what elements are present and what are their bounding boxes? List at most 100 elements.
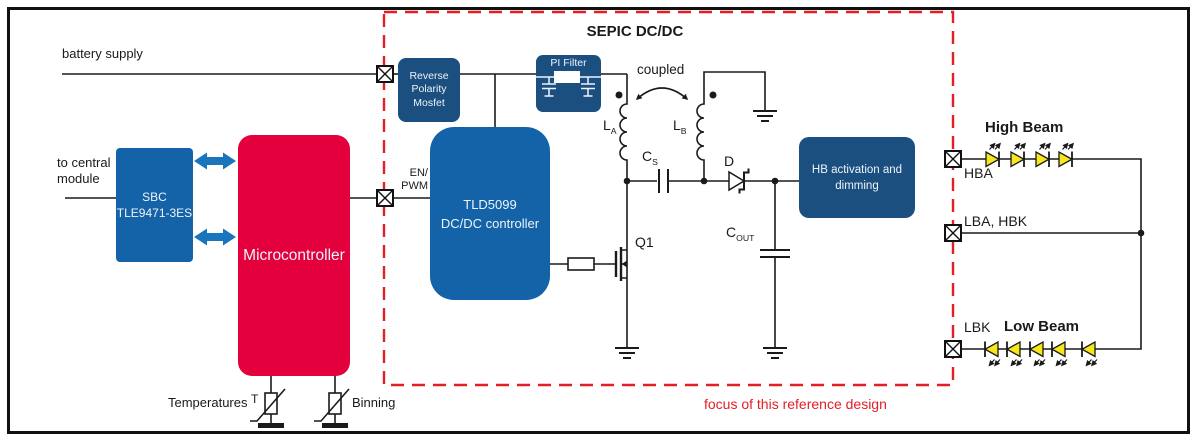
pi-cap-right-icon (581, 77, 595, 97)
binning-resistor-slash (314, 388, 350, 422)
terminal-bar (322, 423, 348, 428)
led-triangle (985, 150, 1001, 168)
tld5099-block (430, 127, 550, 300)
high-beam-title: High Beam (985, 119, 1064, 136)
led-light-arrow (1061, 359, 1068, 367)
la-sub: A (610, 125, 617, 136)
focus-note: focus of this reference design (704, 396, 887, 412)
sensor-symbols (250, 388, 350, 428)
binning-label: Binning (352, 395, 396, 410)
led-string-wires (961, 158, 1142, 350)
led-triangle (1035, 150, 1051, 168)
led-light-arrow (1091, 359, 1098, 367)
ground-icon-cout (763, 347, 787, 359)
pi-cap-left-icon (542, 77, 556, 97)
connectors (376, 65, 962, 358)
ground-icon-q1 (615, 347, 639, 359)
temperatures-label: Temperatures (168, 395, 248, 410)
led-light-arrow (1033, 359, 1040, 367)
junction-dot (1137, 229, 1145, 237)
to-central-line2: module (57, 171, 100, 187)
gate-resistor-icon (567, 257, 595, 271)
lba-hbk-label: LBA, HBK (964, 213, 1028, 229)
inductor-la-coil (619, 74, 628, 181)
double-arrow-icon (194, 152, 236, 170)
component-symbols (614, 110, 790, 359)
pwm-label: PWM (401, 180, 428, 192)
led-light-arrow (1044, 142, 1051, 150)
t-label: T (251, 392, 259, 406)
en-pwm-connector-icon (376, 189, 394, 207)
q1-body-arrow-icon (621, 260, 627, 268)
led-light-arrow (994, 359, 1001, 367)
battery-connector-icon (376, 65, 394, 83)
led-icon (1010, 142, 1026, 168)
la-base: L (603, 117, 611, 133)
en-label: EN/ (409, 167, 428, 179)
pi-series-element-icon (554, 71, 580, 83)
led-light-arrow (1062, 142, 1069, 150)
sepic-title: SEPIC DC/DC (586, 23, 684, 40)
cout-label: COUT (726, 224, 754, 244)
led-icon (983, 340, 1001, 367)
ground-icon-lb (753, 110, 777, 122)
hba-connector-icon (944, 150, 962, 168)
led-icon (1050, 340, 1068, 367)
bus-arrows (194, 152, 236, 246)
led-triangle (1050, 340, 1066, 358)
to-central-module-label: to central module (57, 155, 110, 188)
inductor-la-label: LA (603, 117, 617, 137)
led-icon (985, 142, 1001, 168)
led-light-arrow (1019, 142, 1026, 150)
lbk-label: LBK (964, 319, 991, 335)
junction-dot (771, 177, 779, 185)
junction-dot (700, 177, 708, 185)
pi-filter-internals (536, 71, 601, 97)
sbc-block (116, 148, 193, 262)
q1-mosfet-icon (614, 247, 623, 281)
led-triangle (1010, 150, 1026, 168)
led-icon (1028, 340, 1046, 367)
led-light-arrow (1014, 142, 1021, 150)
sensor-wires (270, 376, 336, 423)
low-beam-title: Low Beam (1004, 318, 1080, 335)
cout-base: C (726, 224, 737, 240)
led-light-arrow (994, 142, 1001, 150)
led-icon (1058, 142, 1074, 168)
hb-activation-block (799, 137, 915, 218)
to-central-line1: to central (57, 155, 111, 170)
lb-polarity-dot (709, 91, 717, 99)
led-light-arrow (1016, 359, 1023, 367)
reverse-polarity-block (398, 58, 460, 122)
temperature-sensor-slash (250, 388, 286, 422)
led-light-arrow (1039, 359, 1046, 367)
led-light-arrow (1085, 359, 1092, 367)
terminal-bar (258, 423, 284, 428)
lb-base: L (673, 117, 681, 133)
double-arrow-icon (194, 228, 236, 246)
cs-base: C (642, 148, 653, 164)
block-rects (116, 55, 915, 376)
wires (62, 71, 1142, 423)
low-beam-led-string (983, 340, 1098, 367)
led-light-arrow (1010, 359, 1017, 367)
cs-sub: S (652, 156, 658, 167)
led-light-arrow (1055, 359, 1062, 367)
led-triangle (983, 340, 999, 358)
lba-hbk-connector-icon (944, 224, 962, 242)
cs-capacitor-icon (658, 169, 669, 193)
led-triangle (1058, 150, 1074, 168)
led-icon (1035, 142, 1051, 168)
led-icon (1005, 340, 1023, 367)
diode-label: D (724, 153, 735, 169)
coupled-label: coupled (637, 62, 685, 77)
led-triangle (1080, 340, 1096, 358)
lbk-connector-icon (944, 340, 962, 358)
microcontroller-block (238, 135, 350, 376)
pi-filter-block (536, 55, 601, 112)
junction-dot (623, 177, 631, 185)
high-beam-led-string (985, 142, 1074, 168)
q1-label: Q1 (635, 234, 654, 250)
